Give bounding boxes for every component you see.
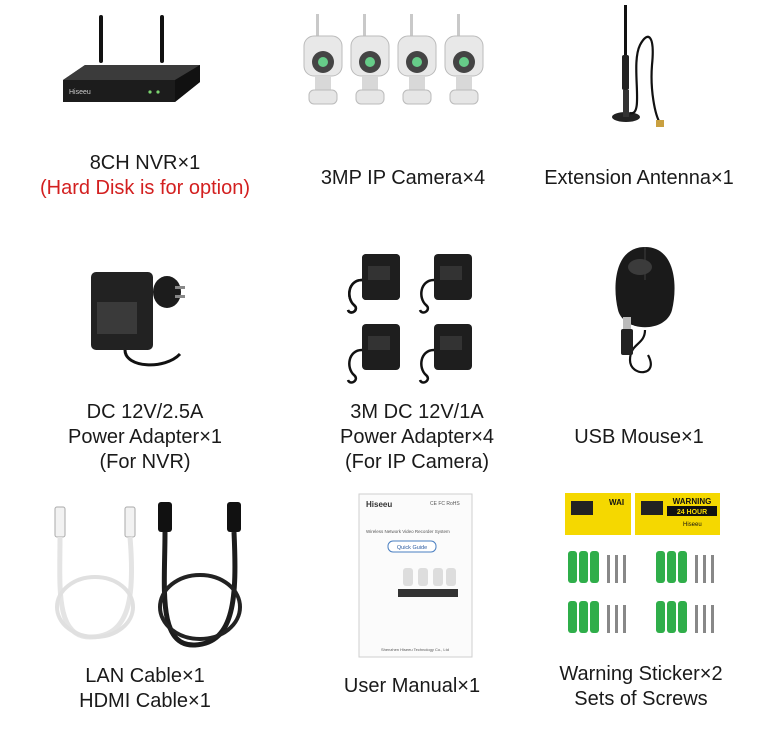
item-caption-mouse: USB Mouse×1: [574, 426, 704, 448]
usb-mouse-icon: [610, 245, 680, 385]
item-caption-manual: User Manual×1: [343, 675, 481, 697]
svg-text:Wireless Network Video Recorde: Wireless Network Video Recorder System: [366, 529, 450, 534]
sticker-icon: WAI WARNING 24 HOUR Hiseeu: [565, 493, 720, 648]
svg-text:WAI: WAI: [609, 498, 624, 507]
item-caption-nvr-adapter: DC 12V/2.5A Power Adapter×1 (For NVR): [68, 401, 222, 473]
item-caption-sticker: Warning Sticker×2 Sets of Screws: [559, 663, 723, 710]
svg-text:Hiseeu: Hiseeu: [366, 500, 392, 509]
svg-text:WARNING: WARNING: [673, 497, 712, 506]
item-caption-cables: LAN Cable×1 HDMI Cable×1: [79, 665, 211, 712]
item-caption-antenna: Extension Antenna×1: [544, 167, 734, 189]
ip-camera-icon: [300, 14, 490, 114]
manual-icon: Hiseeu CE FC RoHS Wireless Network Video…: [358, 493, 473, 658]
svg-text:CE FC RoHS: CE FC RoHS: [430, 501, 460, 507]
nvr-recorder-icon: Hiseeu: [55, 10, 205, 115]
item-caption-camera: 3MP IP Camera×4: [320, 167, 486, 189]
hard-disk-note: (Hard Disk is for option): [39, 177, 251, 199]
svg-text:24 HOUR: 24 HOUR: [677, 509, 707, 516]
svg-text:Hiseeu: Hiseeu: [683, 522, 702, 528]
svg-text:Shenzhen Hiseeu Technology Co.: Shenzhen Hiseeu Technology Co., Ltd: [381, 647, 449, 652]
item-caption-nvr: 8CH NVR×1 (Hard Disk is for option): [16, 151, 274, 201]
svg-text:Quick Guide: Quick Guide: [397, 545, 427, 551]
item-caption-camera-adapter: 3M DC 12V/1A Power Adapter×4 (For IP Cam…: [340, 401, 494, 473]
camera-adapters-icon: [340, 250, 490, 390]
power-adapter-icon: [85, 262, 195, 372]
antenna-icon: [600, 5, 680, 130]
svg-text:Hiseeu: Hiseeu: [69, 89, 91, 96]
cable-icon: [45, 497, 255, 652]
